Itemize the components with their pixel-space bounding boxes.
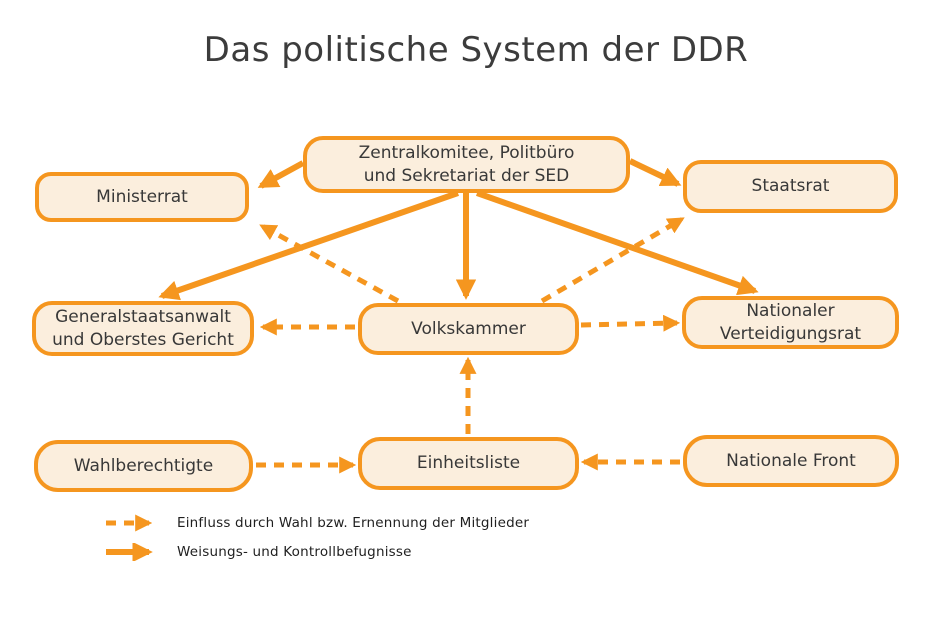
node-generalstaatsanwalt-label: Generalstaatsanwalt und Oberstes Gericht (52, 307, 234, 350)
node-volkskammer-label: Volkskammer (411, 318, 526, 339)
legend-row-influence: Einfluss durch Wahl bzw. Ernennung der M… (103, 508, 529, 537)
edge-zentralkomitee-to-staatsrat (628, 158, 682, 187)
node-verteidigungsrat: Nationaler Verteidigungsrat (682, 296, 899, 349)
legend-influence-label: Einfluss durch Wahl bzw. Ernennung der M… (177, 514, 530, 531)
legend-control-label: Weisungs- und Kontrollbefugnisse (177, 543, 412, 560)
node-nationalefront-label: Nationale Front (726, 450, 856, 471)
edge-zentralkomitee-to-ministerrat (257, 160, 305, 189)
diagram-title: Das politische System der DDR (203, 30, 749, 70)
edge-volkskammer-to-staatsrat (540, 216, 685, 304)
node-zentralkomitee-label: Zentralkomitee, Politbüro und Sekretaria… (358, 143, 575, 186)
node-verteidigungsrat-label: Nationaler Verteidigungsrat (719, 301, 862, 344)
edge-zentralkomitee-to-verteidigungsrat (476, 190, 759, 296)
node-staatsrat-label: Staatsrat (751, 176, 830, 197)
node-wahlberechtigte: Wahlberechtigte (34, 440, 253, 492)
edge-volkskammer-to-ministerrat (259, 223, 400, 304)
edge-volkskammer-to-verteidigungsrat (580, 314, 681, 332)
edge-zentralkomitee-to-generalstaatsanwalt (158, 190, 459, 301)
dashed-arrow-icon (106, 513, 153, 532)
node-nationalefront: Nationale Front (683, 435, 899, 487)
node-volkskammer: Volkskammer (358, 303, 579, 355)
node-ministerrat-label: Ministerrat (96, 186, 188, 207)
node-ministerrat: Ministerrat (35, 172, 249, 222)
node-generalstaatsanwalt: Generalstaatsanwalt und Oberstes Gericht (32, 301, 254, 356)
node-wahlberechtigte-label: Wahlberechtigte (73, 455, 214, 476)
node-einheitsliste-label: Einheitsliste (416, 453, 521, 474)
node-einheitsliste: Einheitsliste (358, 437, 579, 490)
legend-row-control: Weisungs- und Kontrollbefugnisse (103, 537, 529, 566)
node-staatsrat: Staatsrat (683, 160, 898, 213)
legend: Einfluss durch Wahl bzw. Ernennung der M… (103, 508, 529, 566)
solid-arrow-icon (106, 542, 153, 561)
node-zentralkomitee: Zentralkomitee, Politbüro und Sekretaria… (303, 136, 630, 193)
edge-group (158, 158, 759, 474)
